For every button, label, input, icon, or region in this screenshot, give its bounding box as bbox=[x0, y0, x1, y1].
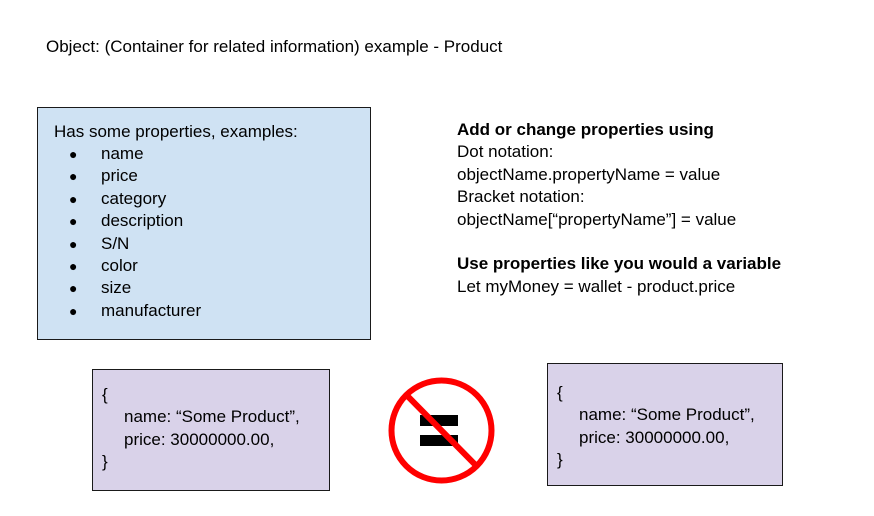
property-label: description bbox=[101, 211, 184, 231]
prohibition-circle bbox=[388, 377, 495, 484]
use-properties-heading: Use properties like you would a variable bbox=[457, 254, 782, 274]
add-change-heading: Add or change properties using bbox=[457, 120, 714, 139]
property-label: name bbox=[101, 144, 144, 163]
bullet-icon: ● bbox=[69, 302, 78, 319]
bullet-icon: ● bbox=[69, 257, 78, 274]
variable-example: Let myMoney = wallet - product.price bbox=[457, 276, 736, 296]
not-equal-icon bbox=[388, 377, 495, 484]
bullet-icon: ● bbox=[69, 190, 78, 207]
prohibition-slash bbox=[404, 392, 479, 469]
property-label: price bbox=[101, 166, 138, 186]
open-brace: { bbox=[102, 385, 108, 404]
bullet-icon: ● bbox=[69, 168, 78, 185]
dot-notation-example: objectName.propertyName = value bbox=[457, 164, 721, 184]
close-brace: } bbox=[102, 452, 108, 472]
right-object-box: { name: “Some Product”, price: 30000000.… bbox=[547, 363, 783, 486]
bracket-notation-example: objectName[“propertyName”] = value bbox=[457, 209, 737, 229]
open-brace: { bbox=[557, 383, 563, 402]
properties-heading: Has some properties, examples: bbox=[54, 122, 298, 141]
dot-notation-label: Dot notation: bbox=[457, 142, 554, 162]
close-brace: } bbox=[557, 450, 563, 470]
name-line: name: “Some Product”, bbox=[579, 405, 755, 425]
property-label: color bbox=[101, 255, 138, 275]
price-line: price: 30000000.00, bbox=[124, 429, 275, 449]
bracket-notation-label: Bracket notation: bbox=[457, 187, 585, 207]
page-title: Object: (Container for related informati… bbox=[46, 37, 503, 56]
property-label: manufacturer bbox=[101, 300, 202, 320]
properties-box: Has some properties, examples: ● name ● pr… bbox=[37, 107, 371, 340]
bullet-icon: ● bbox=[69, 213, 78, 230]
property-label: S/N bbox=[101, 233, 130, 253]
property-label: category bbox=[101, 188, 167, 208]
property-label: size bbox=[101, 278, 132, 298]
bullet-icon: ● bbox=[69, 146, 78, 162]
spacer bbox=[457, 231, 857, 253]
name-line: name: “Some Product”, bbox=[124, 407, 300, 427]
equals-top-bar bbox=[420, 415, 458, 426]
bullet-icon: ● bbox=[69, 235, 78, 252]
bullet-icon: ● bbox=[69, 280, 78, 297]
price-line: price: 30000000.00, bbox=[579, 427, 730, 447]
equals-bottom-bar bbox=[420, 435, 458, 446]
notation-info: Add or change properties using Dot notat… bbox=[457, 119, 857, 298]
left-object-box: { name: “Some Product”, price: 30000000.… bbox=[92, 369, 330, 491]
